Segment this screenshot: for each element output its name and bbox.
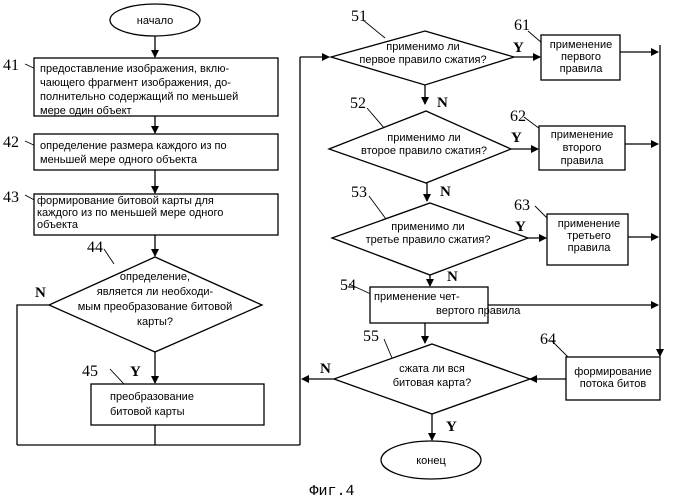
step-text-line: первого	[561, 51, 601, 63]
step-text-line: меньшей мере одного объекта	[40, 154, 198, 166]
step-text-line: правила	[561, 155, 605, 167]
figure-caption: Фиг.4	[309, 483, 354, 500]
svg-text:42: 42	[3, 134, 19, 151]
step-text-line: полнительно содержащий по меньшей	[40, 91, 238, 103]
decision-53: 53 применимо литретье правило сжатия?	[332, 184, 528, 275]
end-terminal: конец	[381, 441, 481, 479]
step-text-line: объекта	[37, 219, 79, 231]
step-text-line: карты?	[137, 316, 173, 328]
step-text-line: правила	[560, 63, 604, 75]
step-45: 45 преобразование битовой карты	[82, 363, 264, 425]
svg-text:Y: Y	[130, 364, 141, 380]
svg-text:конец: конец	[416, 455, 446, 467]
step-text-line: второе правило сжатия?	[361, 145, 487, 157]
step-text-line: битовой карты	[110, 406, 185, 418]
start-terminal: начало	[110, 4, 200, 36]
svg-text:44: 44	[87, 239, 103, 256]
step-text-line: сжата ли вся	[399, 363, 465, 375]
svg-text:формированиепотока битов: формированиепотока битов	[574, 366, 651, 390]
svg-text:45: 45	[82, 363, 98, 380]
step-text-line: определение,	[120, 271, 190, 283]
svg-text:41: 41	[3, 57, 19, 74]
decision-52: 52 применимо ливторое правило сжатия?	[329, 95, 511, 183]
step-text-line: мере один объект	[40, 105, 132, 117]
svg-text:Y: Y	[446, 419, 457, 435]
step-text-line: преобразование	[110, 391, 194, 403]
svg-text:61: 61	[514, 17, 530, 34]
svg-text:Y: Y	[511, 130, 522, 146]
step-text-line: первое правило сжатия?	[359, 54, 486, 66]
step-42: 42 определение размера каждого из по мень…	[3, 134, 278, 170]
svg-text:63: 63	[514, 197, 530, 214]
svg-text:64: 64	[540, 331, 556, 348]
svg-text:52: 52	[350, 95, 366, 112]
step-text-line: третьего	[567, 230, 611, 242]
svg-text:54: 54	[340, 277, 356, 294]
decision-55: 55 сжата ли вся битовая карта?	[334, 328, 530, 414]
svg-text:62: 62	[510, 108, 526, 125]
svg-text:N: N	[437, 95, 448, 111]
step-text-line: чающего фрагмент изображения, до-	[40, 77, 231, 89]
step-text-line: второго	[563, 142, 602, 154]
step-text-line: предоставление изображения, вклю-	[40, 63, 229, 75]
step-text-line: применение	[558, 218, 620, 230]
step-63: 63 применениетретьегоправила	[514, 197, 628, 265]
svg-text:53: 53	[351, 184, 367, 201]
svg-text:N: N	[320, 361, 331, 377]
step-text-line: каждого из по меньшей мере одного	[37, 207, 223, 219]
svg-text:Y: Y	[515, 219, 526, 235]
step-text-line: применимо ли	[387, 132, 460, 144]
step-text-line: третье правило сжатия?	[366, 234, 491, 246]
step-text-line: потока битов	[580, 378, 647, 390]
step-43: 43 формирование битовой карты длякаждого…	[3, 189, 278, 235]
step-text-line: является ли необходи-	[97, 286, 214, 298]
step-text-line: битовая карта?	[393, 377, 472, 389]
svg-text:43: 43	[3, 189, 19, 206]
step-text-line: применение	[551, 129, 613, 141]
step-text-line: применимо ли	[391, 221, 464, 233]
step-62: 62 применениевторогоправила	[510, 108, 625, 170]
step-text-line: определение размера каждого из по	[40, 140, 227, 152]
svg-text:N: N	[440, 184, 451, 200]
step-text-line: применение	[550, 39, 612, 51]
svg-text:начало: начало	[137, 15, 173, 27]
step-text-line: применимо ли	[386, 41, 459, 53]
decision-51: 51 применимо липервое правило сжатия?	[331, 8, 514, 85]
step-61: 61 применениепервогоправила	[514, 17, 620, 80]
step-text-line: формирование	[574, 366, 651, 378]
step-41: 41 предоставление изображения, вклю-чающ…	[3, 57, 278, 117]
step-text-line: мым преобразование битовой	[78, 301, 233, 313]
svg-text:Y: Y	[513, 40, 524, 56]
svg-text:N: N	[35, 285, 46, 301]
step-text-line: правила	[568, 242, 612, 254]
step-text-line: формирование битовой карты для	[37, 195, 214, 207]
svg-text:N: N	[447, 269, 458, 285]
svg-text:51: 51	[351, 8, 367, 25]
step-text-line: применение чет-	[374, 291, 460, 303]
step-64: 64 формированиепотока битов	[540, 331, 660, 400]
step-text-line: вертого правила	[436, 305, 521, 317]
svg-text:55: 55	[363, 328, 379, 345]
